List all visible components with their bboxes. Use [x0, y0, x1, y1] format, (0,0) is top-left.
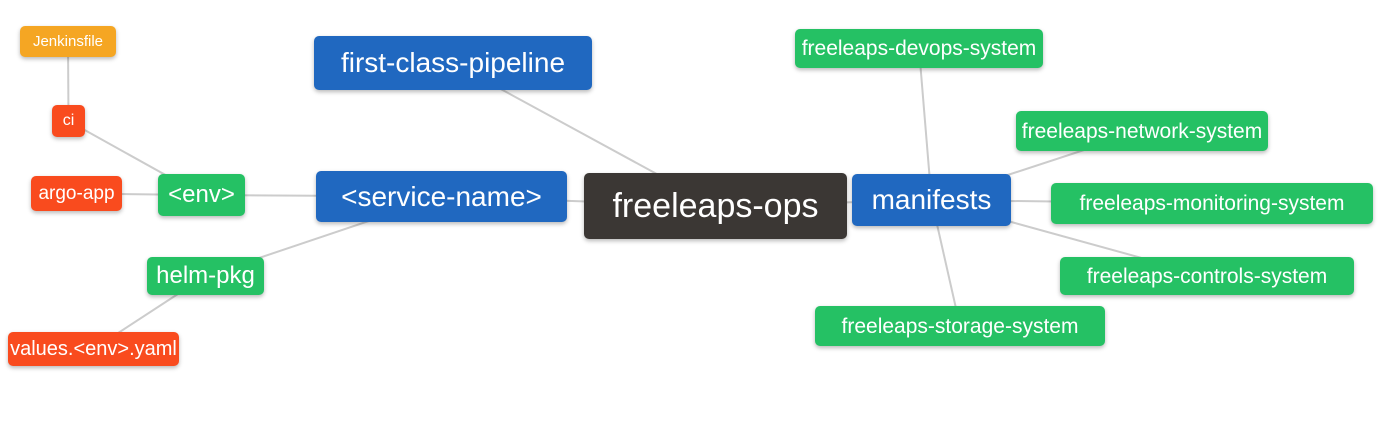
node-label: freeleaps-storage-system — [841, 314, 1079, 338]
node-freeleaps-devops-system[interactable]: freeleaps-devops-system — [795, 29, 1043, 68]
node-label: first-class-pipeline — [340, 47, 566, 78]
node-freeleaps-ops[interactable]: freeleaps-ops — [584, 173, 847, 239]
node-service-name[interactable]: <service-name> — [316, 171, 567, 222]
node-label: freeleaps-monitoring-system — [1079, 192, 1345, 215]
node-label: <env> — [168, 181, 235, 208]
node-jenkinsfile[interactable]: Jenkinsfile — [20, 26, 116, 57]
node-freeleaps-monitoring-system[interactable]: freeleaps-monitoring-system — [1051, 183, 1373, 224]
node-freeleaps-controls-system[interactable]: freeleaps-controls-system — [1060, 257, 1354, 295]
node-label: manifests — [871, 184, 992, 215]
node-label: freeleaps-ops — [612, 187, 819, 225]
node-freeleaps-network-system[interactable]: freeleaps-network-system — [1016, 111, 1268, 151]
node-label: freeleaps-devops-system — [801, 37, 1037, 60]
node-label: freeleaps-controls-system — [1086, 264, 1328, 288]
node-label: values.<env>.yaml — [10, 338, 177, 360]
node-label: argo-app — [38, 183, 115, 204]
node-freeleaps-storage-system[interactable]: freeleaps-storage-system — [815, 306, 1105, 346]
node-label: <service-name> — [341, 180, 542, 212]
node-label: helm-pkg — [156, 262, 255, 289]
node-label: ci — [62, 112, 75, 129]
node-values-env-yaml[interactable]: values.<env>.yaml — [8, 332, 179, 366]
node-label: freeleaps-network-system — [1021, 119, 1263, 143]
node-ci[interactable]: ci — [52, 105, 85, 137]
node-label: Jenkinsfile — [32, 33, 104, 50]
node-env[interactable]: <env> — [158, 174, 245, 216]
node-helm-pkg[interactable]: helm-pkg — [147, 257, 264, 295]
node-first-class-pipeline[interactable]: first-class-pipeline — [314, 36, 592, 90]
node-manifests[interactable]: manifests — [852, 174, 1011, 226]
node-argo-app[interactable]: argo-app — [31, 176, 122, 211]
